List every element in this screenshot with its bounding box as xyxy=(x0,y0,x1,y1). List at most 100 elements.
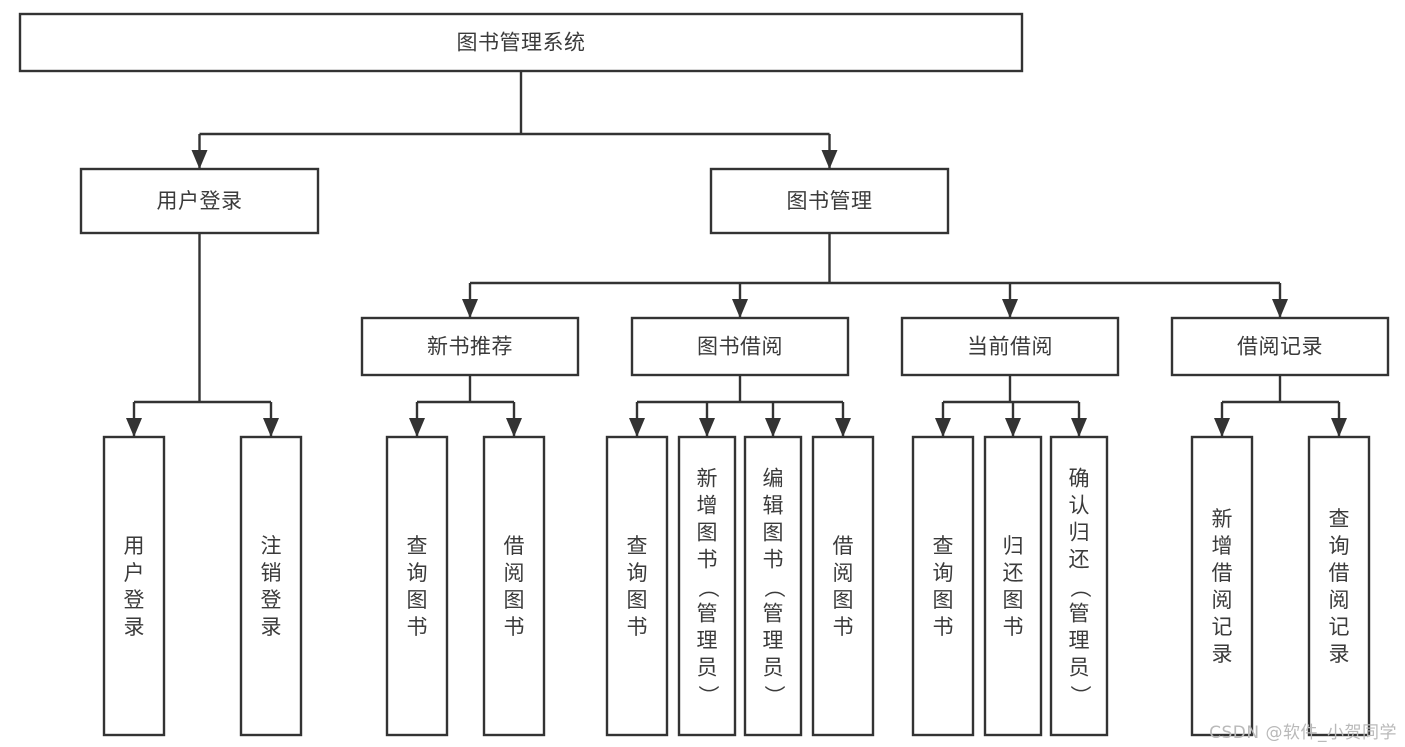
arrow-head-icon xyxy=(1071,418,1087,437)
connector-layer xyxy=(126,71,1347,437)
node-label-char: 理 xyxy=(697,629,718,653)
node-label-char: 辑 xyxy=(763,494,784,518)
node-box xyxy=(743,435,803,737)
node-label-char: 图 xyxy=(1003,588,1024,612)
node-label-char: 登 xyxy=(261,588,282,612)
node-label-char: 书 xyxy=(407,615,428,639)
node-box xyxy=(360,316,580,377)
node-label-char: 借 xyxy=(1212,561,1233,585)
arrow-head-icon xyxy=(191,150,208,169)
arrow-head-icon xyxy=(1331,418,1347,437)
arrow-head-icon xyxy=(821,150,838,169)
node-borrow-record[interactable]: 借阅记录 xyxy=(1170,316,1390,377)
node-label-char: 录 xyxy=(1329,642,1350,666)
node-label-char: 图 xyxy=(833,588,854,612)
node-book-manage[interactable]: 图书管理 xyxy=(709,167,950,235)
node-label-char: 书 xyxy=(504,615,525,639)
node-label-char: 书 xyxy=(933,615,954,639)
node-label-char: 书 xyxy=(833,615,854,639)
node-label-char: 阅 xyxy=(1329,588,1350,612)
node-label-char: 询 xyxy=(933,561,954,585)
node-label-char: 记 xyxy=(1212,615,1233,639)
node-box xyxy=(239,435,303,737)
node-label: 借阅记录 xyxy=(1237,335,1323,359)
node-label-char: 员 xyxy=(697,656,718,680)
node-label-char: 查 xyxy=(1329,507,1350,531)
node-box xyxy=(385,435,449,737)
node-label-char: 用 xyxy=(124,534,145,558)
arrow-head-icon xyxy=(462,299,478,318)
node-label-char: 查 xyxy=(933,534,954,558)
node-box xyxy=(677,435,737,737)
node-box xyxy=(18,12,1024,73)
node-label-char: 管 xyxy=(697,602,718,626)
node-label-char: 书 xyxy=(1003,615,1024,639)
node-label-char: 查 xyxy=(407,534,428,558)
arrow-head-icon xyxy=(732,299,748,318)
node-box xyxy=(900,316,1120,377)
node-label-char: 借 xyxy=(504,534,525,558)
node-label-char: 书 xyxy=(627,615,648,639)
node-label: 用户登录 xyxy=(157,189,243,213)
node-label-char: 理 xyxy=(1069,629,1090,653)
node-label-char: 登 xyxy=(124,588,145,612)
node-label-char: 录 xyxy=(1212,642,1233,666)
node-box xyxy=(1170,316,1390,377)
node-label-char: 员 xyxy=(763,656,784,680)
node-box xyxy=(79,167,320,235)
node-label-char: 书 xyxy=(763,548,784,572)
csdn-watermark: CSDN @软件_小贺同学 xyxy=(1209,723,1397,743)
arrow-head-icon xyxy=(835,418,851,437)
node-label-char: 借 xyxy=(1329,561,1350,585)
node-label-char: 销 xyxy=(261,561,282,585)
node-label: 当前借阅 xyxy=(967,335,1053,359)
arrow-head-icon xyxy=(506,418,522,437)
node-label-char: 询 xyxy=(627,561,648,585)
node-new-book-recommend[interactable]: 新书推荐 xyxy=(360,316,580,377)
node-label-char: （ xyxy=(696,577,720,598)
node-label-char: 增 xyxy=(1212,534,1233,558)
node-root[interactable]: 图书管理系统 xyxy=(18,12,1024,73)
node-label-char: 查 xyxy=(627,534,648,558)
node-label-char: 阅 xyxy=(504,561,525,585)
node-current-borrow[interactable]: 当前借阅 xyxy=(900,316,1120,377)
node-label-char: 编 xyxy=(763,467,784,491)
node-label-char: 录 xyxy=(124,615,145,639)
node-user-login[interactable]: 用户登录 xyxy=(79,167,320,235)
arrow-head-icon xyxy=(629,418,645,437)
node-user-login-action[interactable]: 用户登录 xyxy=(102,435,166,737)
arrow-head-icon xyxy=(126,418,142,437)
node-label-char: 图 xyxy=(627,588,648,612)
node-label-char: 询 xyxy=(1329,534,1350,558)
node-label-char: 确 xyxy=(1069,467,1090,491)
node-label-char: 管 xyxy=(1069,602,1090,626)
arrow-head-icon xyxy=(699,418,715,437)
node-book-borrow[interactable]: 图书借阅 xyxy=(630,316,850,377)
node-label-char: 归 xyxy=(1003,534,1024,558)
node-label-char: 阅 xyxy=(1212,588,1233,612)
arrow-head-icon xyxy=(409,418,425,437)
node-label-char: 新 xyxy=(697,467,718,491)
node-label-char: 录 xyxy=(261,615,282,639)
node-label-char: 图 xyxy=(407,588,428,612)
node-label-char: 新 xyxy=(1212,507,1233,531)
node-label-char: 增 xyxy=(697,494,718,518)
node-layer: 图书管理系统用户登录用户登录注销登录图书管理新书推荐查询图书借阅图书图书借阅查询… xyxy=(18,12,1390,737)
node-label-char: 图 xyxy=(933,588,954,612)
node-box xyxy=(709,167,950,235)
node-label-char: 书 xyxy=(697,548,718,572)
node-label-char: 还 xyxy=(1069,548,1090,572)
